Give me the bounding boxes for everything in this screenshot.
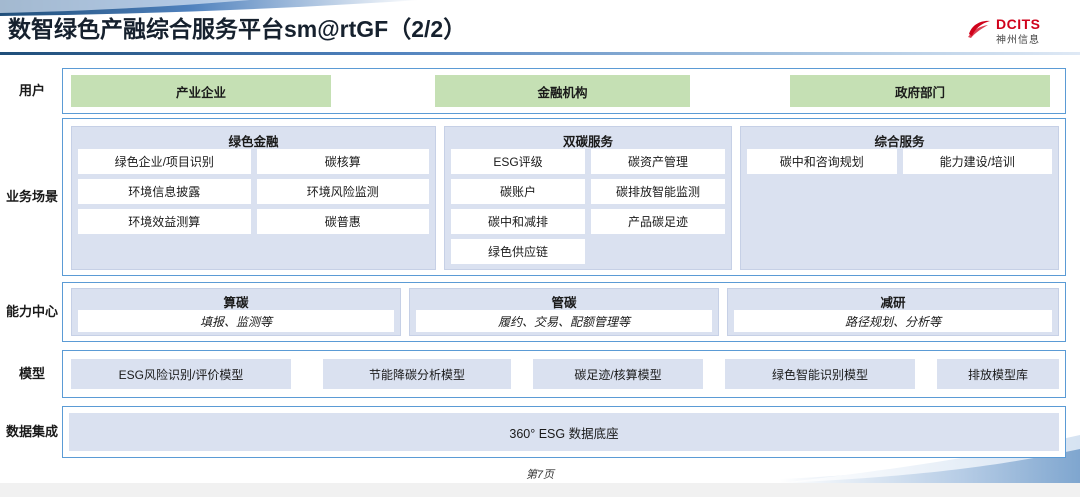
row-label-model: 模型 <box>18 366 45 381</box>
business-group-1: 双碳服务 ESG评级 碳资产管理碳账户 碳排放智能监测碳中和减排 产品碳足迹绿色供应链 <box>444 126 732 270</box>
bottom-bar <box>0 483 1080 497</box>
business-cell-label: 碳核算 <box>324 155 361 169</box>
row-label-user: 用户 <box>18 83 45 98</box>
capability-group-title: 管碳 <box>551 296 577 310</box>
model-row-panel: ESG风险识别/评价模型 节能降碳分析模型 碳足迹/核算模型 绿色智能识别模型 排放模型… <box>62 350 1066 398</box>
business-cell-0-1[interactable]: 碳核算 <box>256 149 429 174</box>
dcits-logo-mark <box>968 20 990 38</box>
dcits-logo: DCITS 神州信息 <box>966 14 1070 46</box>
business-cell-label: 绿色供应链 <box>487 245 548 259</box>
user-chip-label: 政府部门 <box>894 85 945 100</box>
business-group-title: 双碳服务 <box>562 135 613 149</box>
business-cell-2-1[interactable]: 能力建设/培训 <box>902 149 1052 174</box>
capability-row-panel: 算碳填报、监测等管碳履约、交易、配额管理等减研路径规划、分析等 <box>62 282 1066 342</box>
row-label-business: 业务场景 <box>6 189 59 204</box>
model-cell-0[interactable]: ESG风险识别/评价模型 <box>71 359 291 389</box>
capability-group-subtitle[interactable]: 填报、监测等 <box>78 310 394 332</box>
model-cell-3[interactable]: 绿色智能识别模型 <box>725 359 915 389</box>
page-number: 第7页 <box>525 469 555 481</box>
data-foundation-cell[interactable]: 360° ESG 数据底座 <box>69 413 1059 451</box>
business-cell-1-6[interactable]: 绿色供应链 <box>451 239 585 264</box>
logo-text-en: DCITS <box>996 16 1041 32</box>
business-cell-label: 碳排放智能监测 <box>615 185 700 199</box>
business-cell-label: 碳中和减排 <box>487 215 548 229</box>
capability-group-title: 减研 <box>880 296 906 310</box>
business-cell-0-0[interactable]: 绿色企业/项目识别 <box>78 149 251 174</box>
user-chip-label: 产业企业 <box>175 85 226 100</box>
model-cell-label: 排放模型库 <box>967 367 1028 382</box>
business-cell-label: 环境信息披露 <box>128 185 201 199</box>
capability-group-subtitle[interactable]: 路径规划、分析等 <box>734 310 1052 332</box>
business-cell-label: 环境效益测算 <box>128 215 201 229</box>
capability-group-2: 减研路径规划、分析等 <box>727 288 1059 336</box>
business-cell-label: 碳账户 <box>499 185 536 199</box>
logo-text-cn: 神州信息 <box>996 35 1040 46</box>
business-row-panel: 绿色金融绿色企业/项目识别 碳核算环境信息披露 环境风险监测环境效益测算 碳普惠 双碳服… <box>62 118 1066 276</box>
business-cell-label: 碳普惠 <box>324 215 361 229</box>
business-cell-label: 碳中和咨询规划 <box>779 155 864 169</box>
business-cell-1-4[interactable]: 碳中和减排 <box>451 209 585 234</box>
business-cell-label: 碳资产管理 <box>627 155 688 169</box>
model-cell-2[interactable]: 碳足迹/核算模型 <box>533 359 703 389</box>
business-group-2: 综合服务碳中和咨询规划 能力建设/培训 <box>740 126 1059 270</box>
user-chip-1[interactable]: 金融机构 <box>435 75 690 107</box>
user-chip-label: 金融机构 <box>537 85 588 100</box>
business-cell-0-3[interactable]: 环境风险监测 <box>256 179 429 204</box>
business-cell-label: 绿色企业/项目识别 <box>114 155 214 169</box>
user-chip-0[interactable]: 产业企业 <box>71 75 331 107</box>
page-title: 数智绿色产融综合服务平台sm@rtGF（2/2） <box>8 16 467 42</box>
business-cell-2-0[interactable]: 碳中和咨询规划 <box>747 149 897 174</box>
user-chip-2[interactable]: 政府部门 <box>790 75 1050 107</box>
model-cell-label: 节能降碳分析模型 <box>368 367 465 382</box>
row-label-capability: 能力中心 <box>6 304 59 319</box>
business-cell-1-5[interactable]: 产品碳足迹 <box>591 209 725 234</box>
capability-group-1: 管碳履约、交易、配额管理等 <box>409 288 719 336</box>
model-cell-4[interactable]: 排放模型库 <box>937 359 1059 389</box>
business-group-title: 绿色金融 <box>228 135 279 149</box>
model-cell-label: 绿色智能识别模型 <box>771 367 868 382</box>
capability-group-0: 算碳填报、监测等 <box>71 288 401 336</box>
capability-group-subtitle[interactable]: 履约、交易、配额管理等 <box>416 310 712 332</box>
capability-group-title: 算碳 <box>223 296 249 310</box>
business-cell-0-5[interactable]: 碳普惠 <box>256 209 429 234</box>
business-cell-1-1[interactable]: 碳资产管理 <box>591 149 725 174</box>
business-cell-0-2[interactable]: 环境信息披露 <box>78 179 251 204</box>
business-cell-1-3[interactable]: 碳排放智能监测 <box>591 179 725 204</box>
model-cell-label: 碳足迹/核算模型 <box>574 367 662 382</box>
business-group-title: 综合服务 <box>874 135 925 149</box>
model-cell-label: ESG风险识别/评价模型 <box>118 367 244 382</box>
business-cell-0-4[interactable]: 环境效益测算 <box>78 209 251 234</box>
business-cell-label: 产品碳足迹 <box>627 215 688 229</box>
user-row-panel: 产业企业 金融机构 政府部门 <box>62 68 1066 114</box>
business-cell-1-0[interactable]: ESG评级 <box>451 149 585 174</box>
business-cell-label: 能力建设/培训 <box>939 155 1015 169</box>
business-cell-label: ESG评级 <box>493 155 543 169</box>
business-cell-label: 环境风险监测 <box>306 185 379 199</box>
model-cell-1[interactable]: 节能降碳分析模型 <box>323 359 511 389</box>
data-row-panel: 360° ESG 数据底座 <box>62 406 1066 458</box>
title-divider <box>0 52 1080 55</box>
business-group-0: 绿色金融绿色企业/项目识别 碳核算环境信息披露 环境风险监测环境效益测算 碳普惠 <box>71 126 436 270</box>
title-bar: 数智绿色产融综合服务平台sm@rtGF（2/2） DCITS 神州信息 <box>0 8 1080 55</box>
business-cell-1-2[interactable]: 碳账户 <box>451 179 585 204</box>
row-label-data: 数据集成 <box>6 424 59 439</box>
